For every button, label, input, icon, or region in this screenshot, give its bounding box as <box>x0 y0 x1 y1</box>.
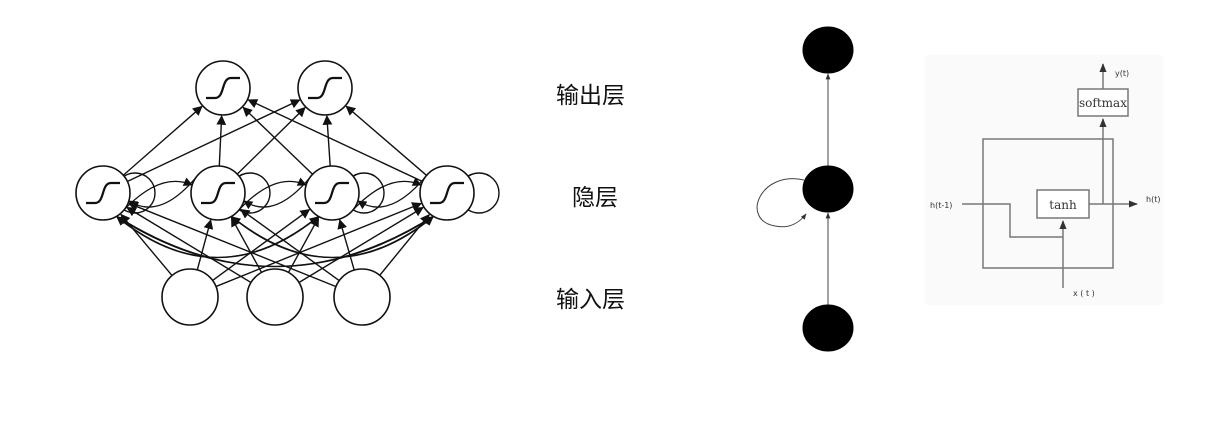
state-label: h(t) <box>1146 195 1160 204</box>
sigmoid-icon <box>201 181 235 205</box>
input-node <box>333 268 391 326</box>
edge-input-hidden <box>128 202 348 292</box>
input-node <box>802 304 854 352</box>
edge-hidden-output <box>345 105 436 183</box>
input-label: x ( t ) <box>1073 289 1095 298</box>
softmax-box <box>1077 88 1129 117</box>
prev-state-label: h(t-1) <box>930 201 952 210</box>
input-node <box>161 268 219 326</box>
hidden-node <box>802 165 854 213</box>
edge-hidden-output <box>247 99 433 187</box>
edge-input-hidden <box>126 206 262 290</box>
self-loop <box>756 178 807 228</box>
edge-hidden-output <box>229 106 306 183</box>
edge-recurrent <box>243 174 313 210</box>
edge-recurrent <box>231 214 436 259</box>
sigmoid-icon <box>430 181 464 205</box>
sigmoid-icon <box>308 76 342 100</box>
input-node <box>246 268 304 326</box>
edge-hidden-output <box>117 99 301 187</box>
edge-recurrent <box>128 174 199 210</box>
output-layer-label: 输出层 <box>556 83 625 109</box>
full-network <box>75 60 500 326</box>
edge-hidden-output <box>114 105 203 183</box>
edge-input-hidden <box>239 208 350 289</box>
input-layer-label: 输入层 <box>556 287 625 313</box>
output-node <box>802 26 854 74</box>
edge-hidden-output <box>242 106 321 183</box>
edge-recurrent <box>114 214 434 268</box>
prev-state-line <box>962 203 1063 238</box>
edge-input-hidden <box>202 208 311 288</box>
edge-recurrent <box>116 214 436 268</box>
rnn-cell: tanh softmax h(t-1) h(t) y(t) x ( t ) <box>925 55 1163 305</box>
hidden-layer-label: 隐层 <box>572 185 618 211</box>
tanh-box <box>1036 189 1090 219</box>
sigmoid-icon <box>206 76 240 100</box>
tanh-label: tanh <box>1049 198 1077 212</box>
sigmoid-icon <box>315 181 349 205</box>
edge-recurrent <box>116 214 321 259</box>
edge-recurrent <box>357 174 428 210</box>
edge-input-hidden <box>288 206 424 290</box>
output-label: y(t) <box>1115 69 1129 78</box>
softmax-label: softmax <box>1079 96 1127 110</box>
sigmoid-icon <box>86 181 120 205</box>
folded-rnn <box>756 26 854 352</box>
